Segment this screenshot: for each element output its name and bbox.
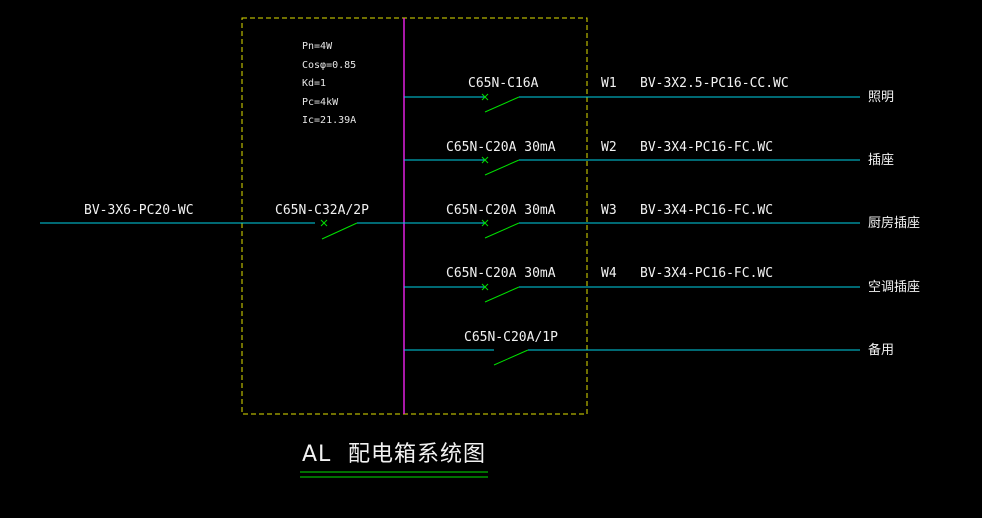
circuit-load: 照明 (868, 90, 895, 105)
circuit-id: W2 (601, 140, 617, 155)
circuit-breaker-switch (493, 349, 529, 366)
circuit-breaker-switch (484, 222, 520, 239)
param-pn: Pn=4W (302, 41, 333, 52)
param-pc: Pc=4kW (302, 97, 339, 108)
circuit-load: 厨房插座 (868, 216, 921, 231)
circuit-breaker-label: C65N-C20A/1P (464, 330, 558, 345)
circuit-breaker-switch (484, 286, 520, 303)
circuit-id: W4 (601, 266, 617, 281)
circuit-breaker-label: C65N-C20A 30mA (446, 140, 556, 155)
circuit-cable: BV-3X4-PC16-FC.WC (640, 140, 774, 155)
diagram-title-code: AL (302, 442, 332, 467)
circuit-breaker-cross (481, 283, 489, 291)
incoming-breaker-symbol (320, 219, 358, 240)
incoming-breaker-label: C65N-C32A/2P (275, 203, 369, 218)
circuit-breaker-switch (484, 159, 520, 176)
circuit-load: 空调插座 (868, 280, 921, 295)
circuit-breaker-label: C65N-C16A (468, 76, 539, 91)
incoming-cable-label: BV-3X6-PC20-WC (84, 203, 194, 218)
param-cos: Cosφ=0.85 (302, 60, 357, 71)
circuit-breaker-switch (484, 96, 520, 113)
circuit-id: W1 (601, 76, 617, 91)
circuit-breaker-cross (481, 156, 489, 164)
diagram-title-name: 配电箱系统图 (348, 442, 487, 467)
circuit-cable: BV-3X4-PC16-FC.WC (640, 266, 774, 281)
circuit-breaker-cross (481, 219, 489, 227)
param-kd: Kd=1 (302, 78, 327, 89)
circuit-breaker-label: C65N-C20A 30mA (446, 203, 556, 218)
circuit-breaker-cross (481, 93, 489, 101)
circuit-load: 备用 (868, 343, 895, 358)
circuit-breaker-label: C65N-C20A 30mA (446, 266, 556, 281)
circuit-id: W3 (601, 203, 617, 218)
param-ic: Ic=21.39A (302, 115, 357, 126)
distribution-box-outline (241, 17, 588, 415)
circuit-cable: BV-3X4-PC16-FC.WC (640, 203, 774, 218)
circuit-load: 插座 (868, 153, 895, 168)
circuit-cable: BV-3X2.5-PC16-CC.WC (640, 76, 789, 91)
